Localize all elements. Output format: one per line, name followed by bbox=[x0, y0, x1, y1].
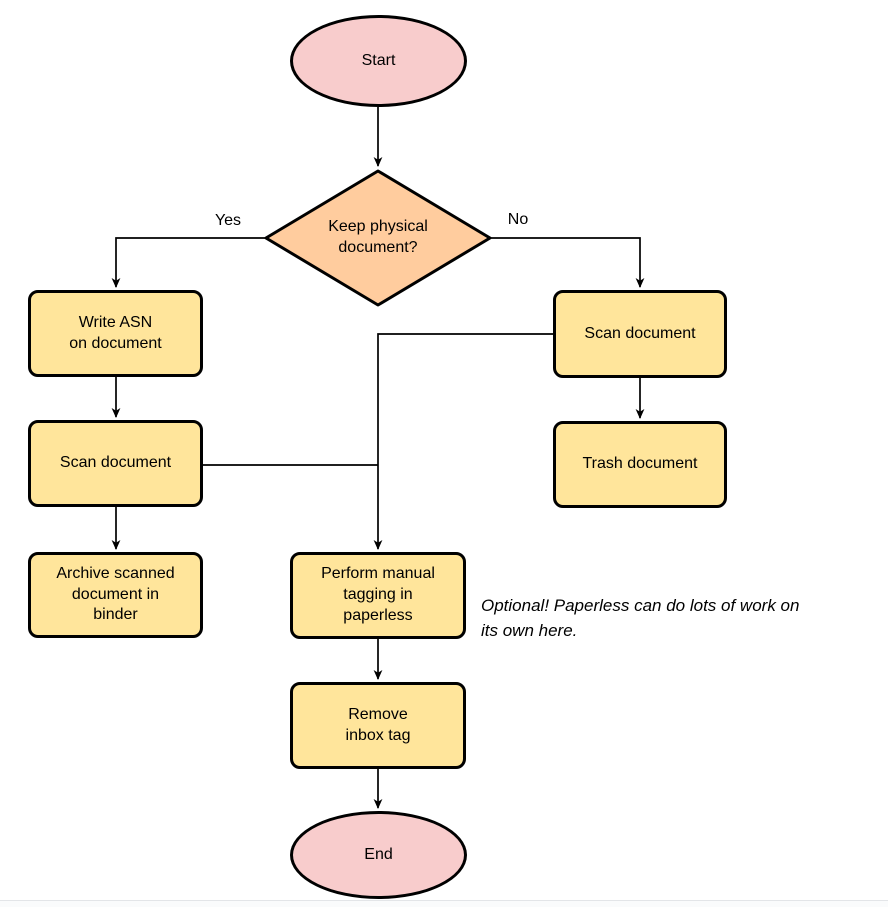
node-scan-left: Scan document bbox=[28, 420, 203, 507]
bottom-strip bbox=[0, 900, 888, 907]
edge-label-no: No bbox=[507, 211, 529, 228]
edge-decision-no-to-scan-right bbox=[490, 237, 645, 288]
node-decision-label: Keep physical document? bbox=[328, 218, 428, 256]
node-end-label: End bbox=[364, 845, 393, 863]
node-write-asn: Write ASN on document bbox=[28, 290, 203, 377]
edge-scan-right-to-tagging bbox=[373, 333, 553, 550]
node-archive: Archive scanned document in binder bbox=[28, 552, 203, 638]
decision-shape bbox=[264, 169, 492, 307]
optional-note: Optional! Paperless can do lots of work … bbox=[481, 596, 800, 640]
node-remove-inbox: Remove inbox tag bbox=[290, 682, 466, 769]
node-scan-right: Scan document bbox=[553, 290, 727, 378]
node-trash: Trash document bbox=[553, 421, 727, 508]
node-tagging: Perform manual tagging in paperless bbox=[290, 552, 466, 639]
node-start-label: Start bbox=[361, 51, 396, 69]
node-end: End bbox=[290, 811, 467, 899]
node-start: Start bbox=[290, 15, 467, 107]
edge-decision-yes-to-write-asn bbox=[111, 237, 266, 288]
edge-label-yes: Yes bbox=[214, 212, 242, 229]
